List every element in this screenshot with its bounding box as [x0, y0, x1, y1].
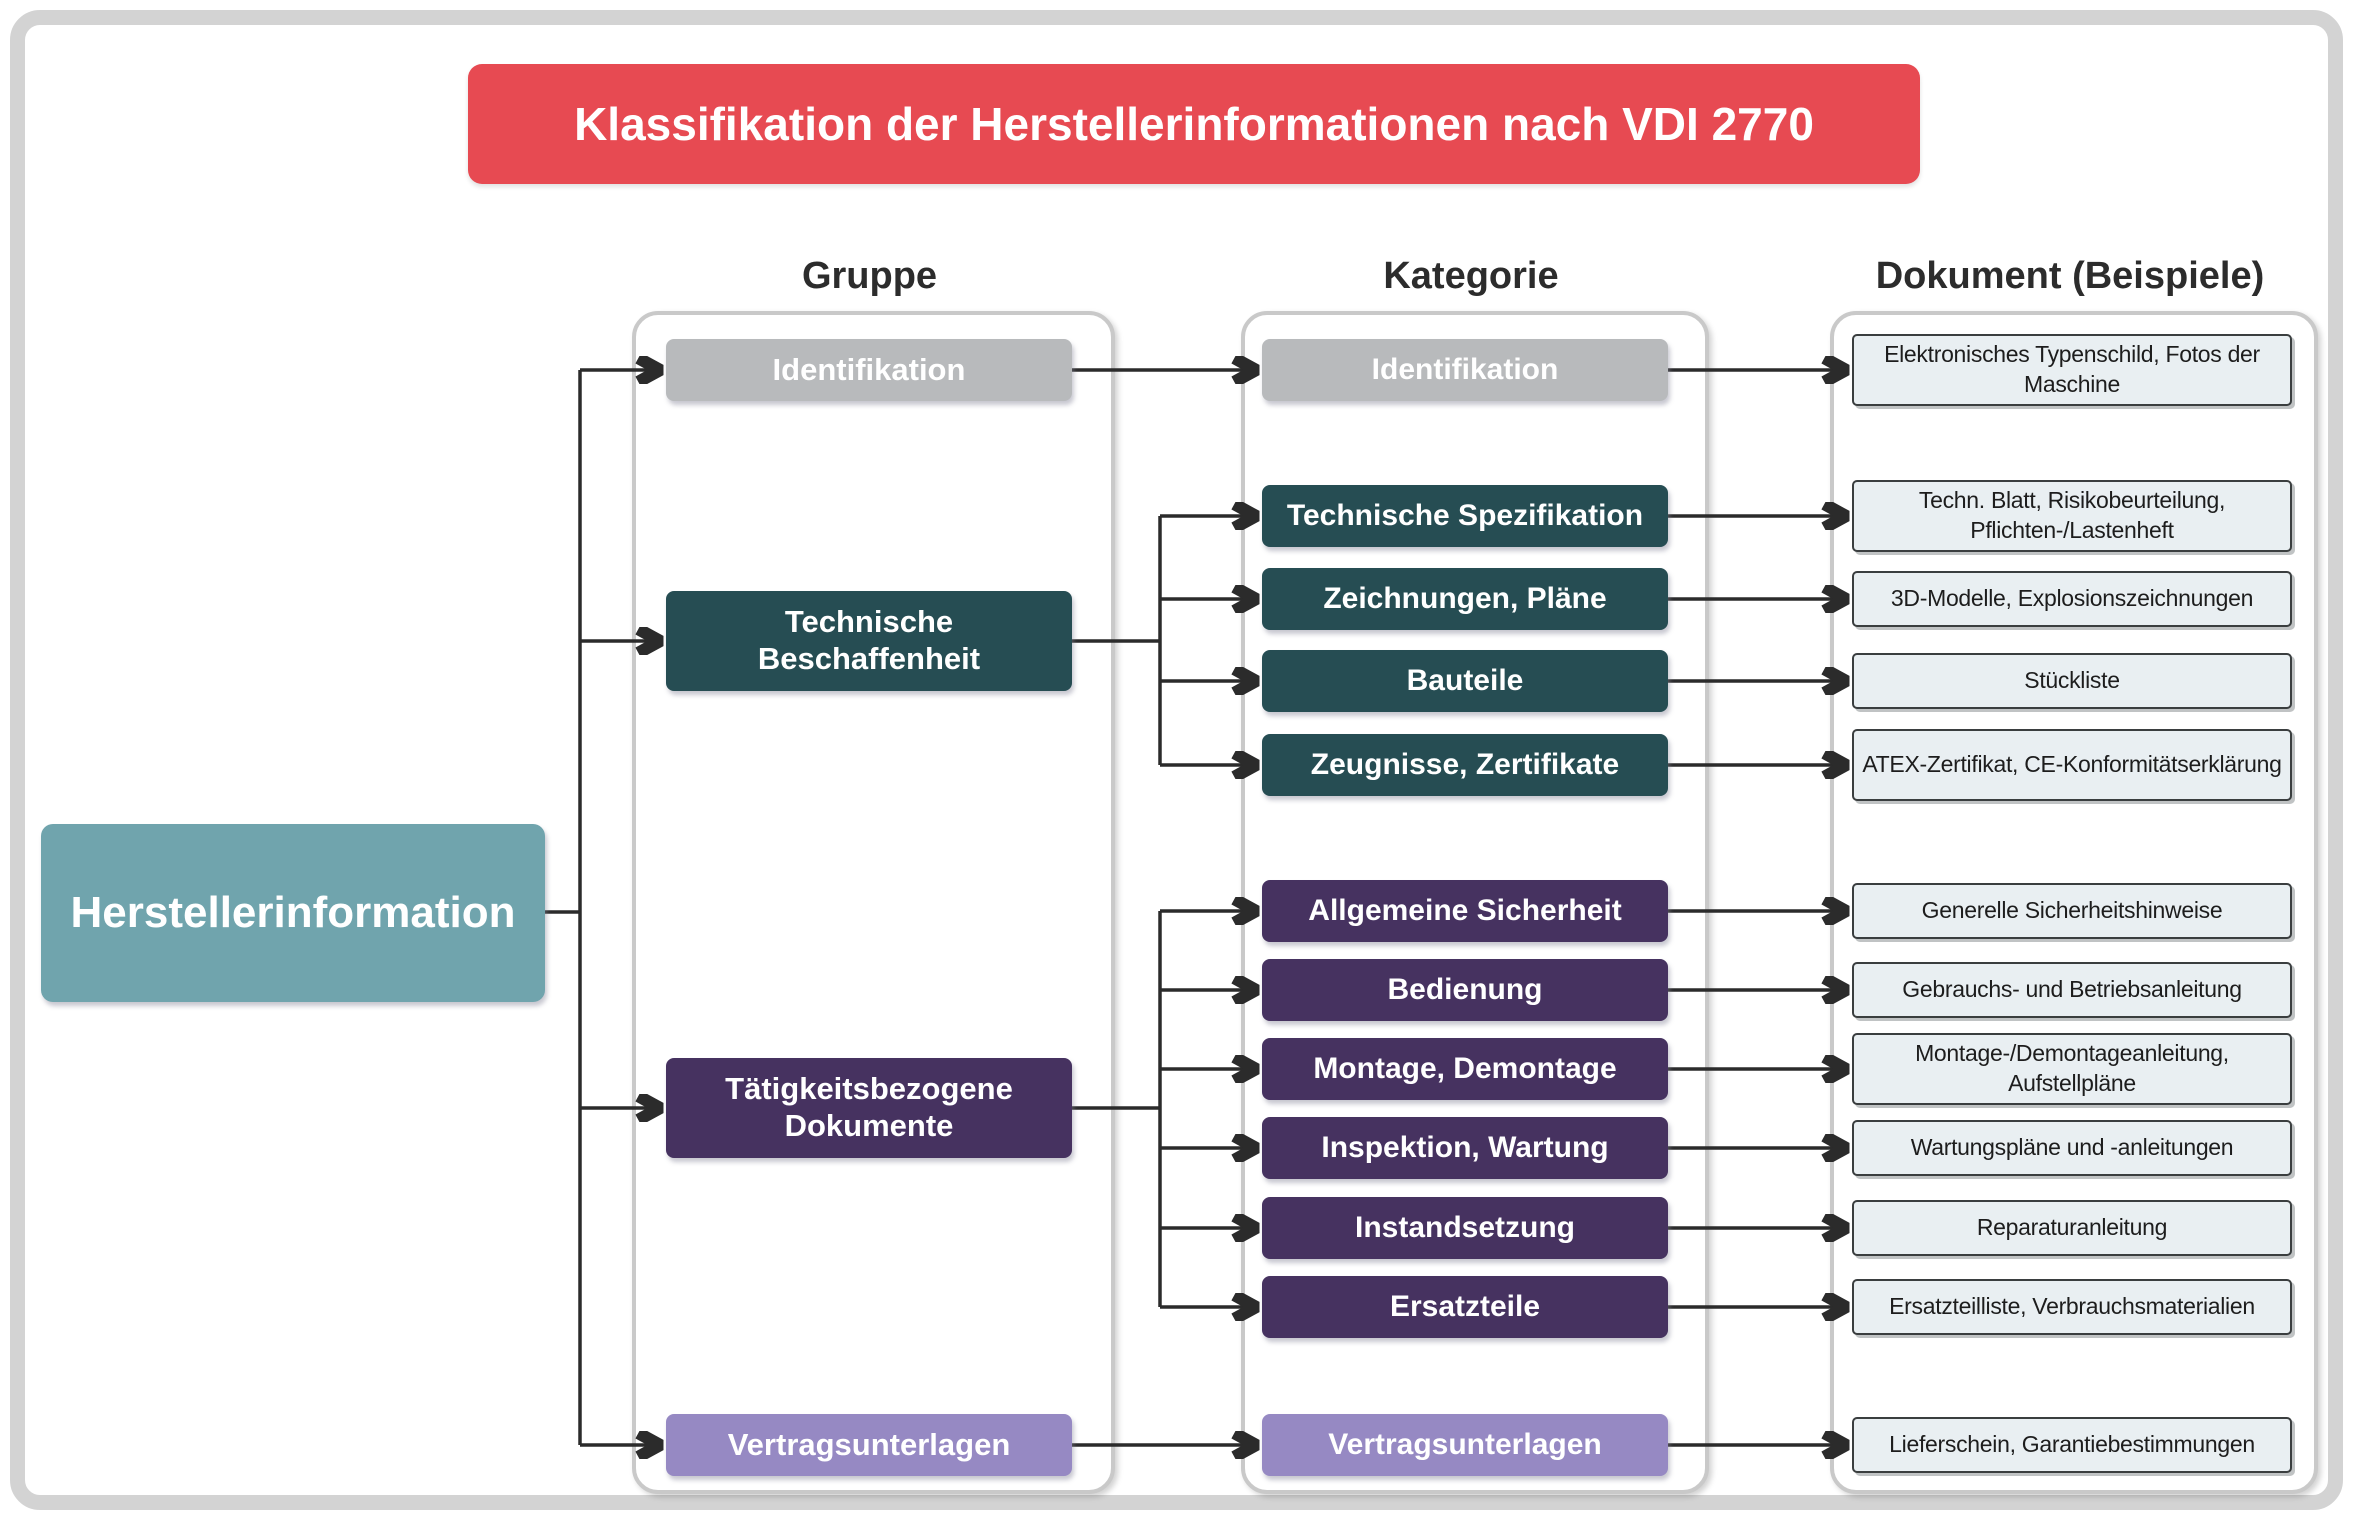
group-node-vertragsunterlagen: Vertragsunterlagen — [666, 1414, 1072, 1476]
document-node-montageanleitung: Montage-/Demontageanleitung, Aufstellplä… — [1852, 1033, 2292, 1105]
document-node-betriebsanleitung: Gebrauchs- und Betriebsanleitung — [1852, 962, 2292, 1018]
document-node-wartungsplaene: Wartungspläne und -anleitungen — [1852, 1120, 2292, 1176]
category-node-allgemeine-sicherheit: Allgemeine Sicherheit — [1262, 880, 1668, 942]
root-node-herstellerinformation: Herstellerinformation — [41, 824, 545, 1002]
column-header-kategorie: Kategorie — [1383, 254, 1559, 297]
category-node-technische-spezifikation: Technische Spezifikation — [1262, 485, 1668, 547]
column-header-gruppe: Gruppe — [801, 254, 938, 297]
category-node-instandsetzung: Instandsetzung — [1262, 1197, 1668, 1259]
group-node-taetigkeitsbezogene-dokumente: Tätigkeitsbezogene Dokumente — [666, 1058, 1072, 1158]
category-node-ersatzteile: Ersatzteile — [1262, 1276, 1668, 1338]
group-node-technische-beschaffenheit: Technische Beschaffenheit — [666, 591, 1072, 691]
diagram-title: Klassifikation der Herstellerinformation… — [468, 64, 1920, 184]
category-node-bauteile: Bauteile — [1262, 650, 1668, 712]
column-header-dokument: Dokument (Beispiele) — [1875, 254, 2265, 297]
category-node-zeichnungen-plaene: Zeichnungen, Pläne — [1262, 568, 1668, 630]
document-node-ersatzteilliste: Ersatzteilliste, Verbrauchsmaterialien — [1852, 1279, 2292, 1335]
document-node-reparaturanleitung: Reparaturanleitung — [1852, 1200, 2292, 1256]
category-node-vertragsunterlagen: Vertragsunterlagen — [1262, 1414, 1668, 1476]
document-node-lieferschein: Lieferschein, Garantiebestimmungen — [1852, 1417, 2292, 1473]
document-node-atex-zertifikat: ATEX-Zertifikat, CE-Konformitätserklärun… — [1852, 729, 2292, 801]
document-node-3d-modelle: 3D-Modelle, Explosionszeichnungen — [1852, 571, 2292, 627]
document-node-typenschild: Elektronisches Typenschild, Fotos der Ma… — [1852, 334, 2292, 406]
document-node-techn-blatt: Techn. Blatt, Risikobeurteilung, Pflicht… — [1852, 480, 2292, 552]
category-node-identifikation: Identifikation — [1262, 339, 1668, 401]
group-node-identifikation: Identifikation — [666, 339, 1072, 401]
category-node-montage-demontage: Montage, Demontage — [1262, 1038, 1668, 1100]
gruppe-container — [632, 311, 1115, 1494]
document-node-stueckliste: Stückliste — [1852, 653, 2292, 709]
category-node-bedienung: Bedienung — [1262, 959, 1668, 1021]
document-node-sicherheitshinweise: Generelle Sicherheitshinweise — [1852, 883, 2292, 939]
category-node-inspektion-wartung: Inspektion, Wartung — [1262, 1117, 1668, 1179]
category-node-zeugnisse-zertifikate: Zeugnisse, Zertifikate — [1262, 734, 1668, 796]
